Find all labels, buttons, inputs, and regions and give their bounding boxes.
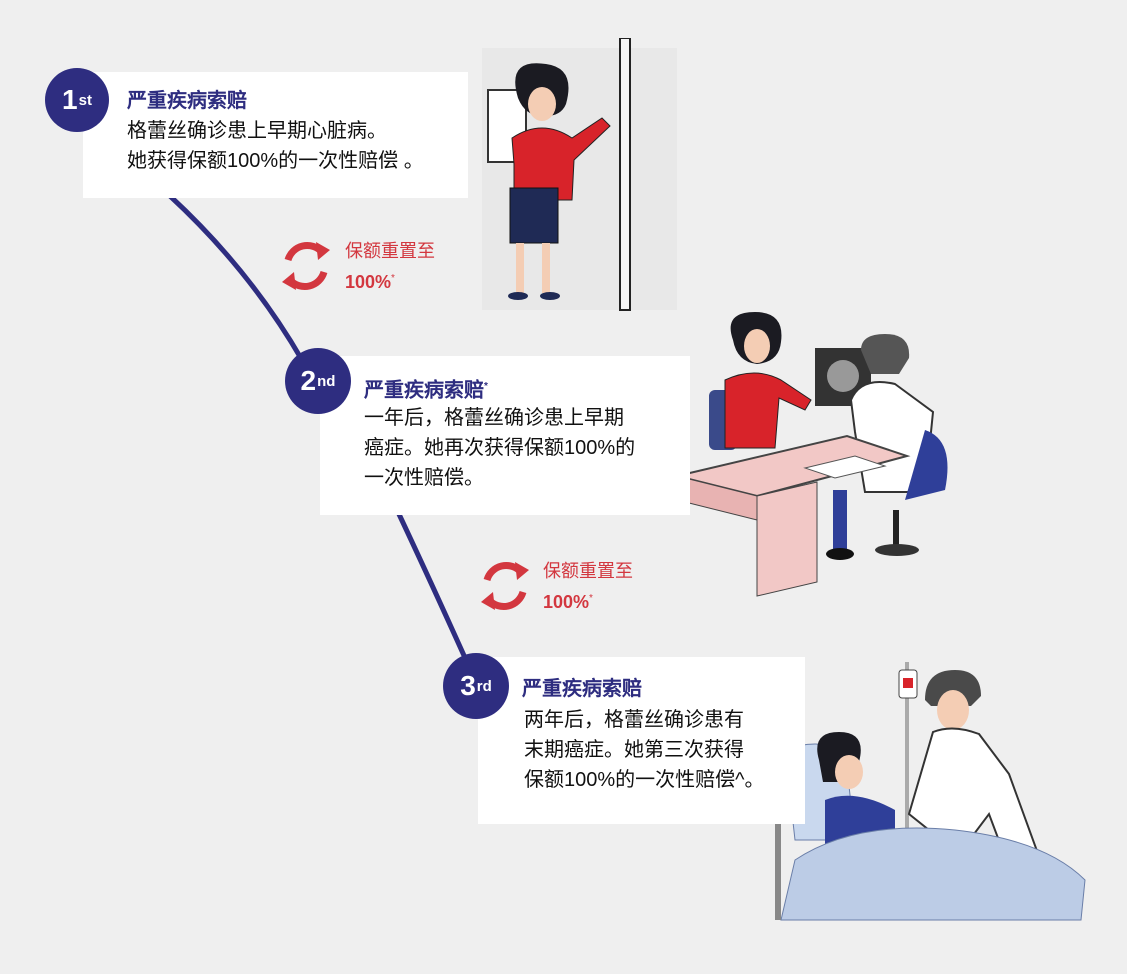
footnote-mark: *	[391, 273, 395, 284]
coverage-reset-note-1: 保额重置至 100%*	[345, 238, 435, 296]
reset-value: 100%	[543, 592, 590, 612]
reset-label: 保额重置至	[345, 241, 435, 261]
step-card-1: 严重疾病索赔 格蕾丝确诊患上早期心脏病。 她获得保额100%的一次性赔偿 。	[83, 72, 468, 198]
woman-chest-pain-illustration	[482, 38, 677, 311]
reset-value: 100%	[345, 272, 392, 292]
refresh-cycle-icon	[282, 242, 330, 290]
step-description: 两年后，格蕾丝确诊患有 末期癌症。她第三次获得 保额100%的一次性赔偿^。	[524, 705, 765, 795]
step-card-3: 严重疾病索赔 两年后，格蕾丝确诊患有 末期癌症。她第三次获得 保额100%的一次…	[478, 657, 805, 824]
reset-label: 保额重置至	[543, 561, 633, 581]
description-line: 末期癌症。她第三次获得	[524, 739, 744, 761]
doctor-consultation-illustration	[676, 312, 948, 597]
description-line: 保额100%的一次性赔偿^。	[524, 769, 765, 791]
coverage-reset-note-2: 保额重置至 100%*	[543, 558, 633, 616]
step-title: 严重疾病索赔	[127, 90, 247, 112]
refresh-cycle-icon	[481, 562, 529, 610]
description-line: 她获得保额100%的一次性赔偿 。	[127, 150, 424, 172]
hospital-bed-illustration	[775, 662, 1086, 921]
step-card-2: 严重疾病索赔* 一年后，格蕾丝确诊患上早期 癌症。她再次获得保额100%的 一次…	[320, 356, 690, 515]
step-description: 格蕾丝确诊患上早期心脏病。 她获得保额100%的一次性赔偿 。	[127, 116, 424, 176]
description-line: 格蕾丝确诊患上早期心脏病。	[127, 120, 387, 142]
step-title: 严重疾病索赔	[522, 678, 642, 700]
description-line: 一次性赔偿。	[364, 467, 484, 489]
description-line: 癌症。她再次获得保额100%的	[364, 437, 636, 459]
description-line: 两年后，格蕾丝确诊患有	[524, 709, 744, 731]
footnote-mark: *	[589, 593, 593, 604]
description-line: 一年后，格蕾丝确诊患上早期	[364, 407, 624, 429]
step-title: 严重疾病索赔*	[364, 379, 488, 402]
step-description: 一年后，格蕾丝确诊患上早期 癌症。她再次获得保额100%的 一次性赔偿。	[364, 403, 635, 493]
